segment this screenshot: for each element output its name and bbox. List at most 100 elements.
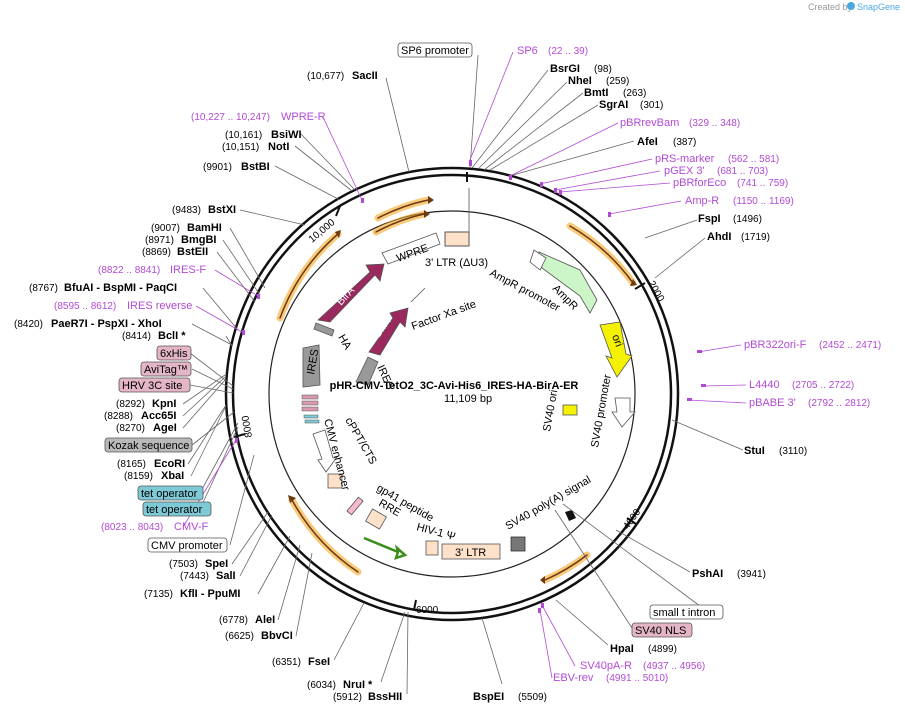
- box-small-t-intron: small t intron: [653, 607, 715, 619]
- box-cmv-promoter: CMV promoter: [151, 540, 223, 552]
- enzyme-pos: (8420): [14, 319, 43, 330]
- enzyme-pos: (3110): [779, 446, 807, 457]
- watermark-brand: SnapGene: [857, 2, 900, 12]
- label-sv40-ori: SV40 ori: [541, 389, 560, 433]
- plasmid-name: pHR-CMV-TetO2_3C-Avi-His6_IRES-HA-BirA-E…: [330, 380, 579, 392]
- enzyme-name: AgeI: [153, 422, 177, 434]
- boxed-feature-labels: SP6 promoter 6xHis AviTag™ HRV 3C site K…: [104, 42, 724, 638]
- primer-range: (8595 .. 8612): [54, 301, 116, 312]
- enzyme-pos: (7443): [180, 571, 209, 582]
- enzyme-pos: (8165): [117, 459, 146, 470]
- primer-name: pGEX 3': [664, 165, 705, 177]
- feature-green-arc: [363, 536, 408, 560]
- enzyme-name: BstEII: [177, 246, 208, 258]
- plasmid-title: pHR-CMV-TetO2_3C-Avi-His6_IRES-HA-BirA-E…: [330, 380, 579, 405]
- primer-name: pBR322ori-F: [744, 339, 807, 351]
- enzyme-name: KpnI: [152, 398, 176, 410]
- primer-name: pBRrevBam: [620, 117, 679, 129]
- feature-bira-large-arrow: [317, 263, 385, 323]
- enzyme-name: AleI: [255, 614, 275, 626]
- enzyme-leader-lines: [182, 54, 744, 695]
- enzyme-name: SacII: [352, 70, 378, 82]
- primer-range: (329 .. 348): [689, 118, 740, 129]
- enzyme-name: BamHI: [187, 222, 222, 234]
- primer-range: (22 .. 39): [548, 46, 588, 57]
- enzyme-name: AfeI: [637, 136, 658, 148]
- label-3ltr-du3: 3' LTR (ΔU3): [425, 257, 488, 269]
- enzyme-pos: (6351): [272, 657, 301, 668]
- enzyme-pos: (8869): [142, 247, 171, 258]
- primer-range: (562 .. 581): [728, 154, 779, 165]
- feature-teto-bar-1: [303, 414, 319, 419]
- enzyme-pos: (6034): [307, 680, 336, 691]
- feature-3ltr-du3-box: [444, 231, 470, 247]
- feature-3c-bar: [301, 406, 319, 412]
- enzyme-pos: (1496): [733, 214, 762, 225]
- enzyme-name: KflI - PpuMI: [180, 588, 241, 600]
- enzyme-name: FspI: [698, 213, 721, 225]
- tick-2000: [634, 282, 646, 290]
- feature-sv40-promoter-arrow: [611, 397, 636, 428]
- enzyme-pos: (8971): [145, 235, 174, 246]
- feature-wpre-box: [381, 232, 441, 265]
- enzyme-name: NotI: [268, 141, 289, 153]
- label-hiv-psi: HIV-1 Ψ: [415, 521, 457, 543]
- enzyme-name: AhdI: [707, 231, 731, 243]
- label-cppt-cts: cPPT/CTS: [342, 416, 378, 467]
- primer-markers: [235, 160, 706, 613]
- tick-8000: [233, 433, 246, 438]
- enzyme-name: BfuAI - BspMI - PaqCI: [64, 282, 177, 294]
- enzyme-pos: (259): [606, 76, 629, 87]
- primer-range: (741 .. 759): [737, 178, 788, 189]
- feature-cmv-enhancer-arrow: [312, 429, 338, 473]
- box-kozak-sequence: Kozak sequence: [108, 440, 189, 452]
- enzyme-name: NheI: [568, 75, 592, 87]
- primer-range: (10,227 .. 10,247): [191, 112, 270, 123]
- enzyme-pos: (4899): [648, 644, 677, 655]
- box-tet-operator-1: tet operator: [141, 488, 198, 500]
- enzyme-pos: (1719): [741, 232, 770, 243]
- box-sv40-nls: SV40 NLS: [635, 625, 686, 637]
- primer-name: WPRE-R: [281, 111, 326, 123]
- box-hrv-3c-site: HRV 3C site: [122, 380, 182, 392]
- feature-gp41-box: [346, 496, 364, 516]
- tick-6000: [413, 599, 417, 611]
- box-tet-operator-2: tet operator: [146, 504, 203, 516]
- tick-10000: [335, 205, 341, 217]
- enzyme-name: FseI: [308, 656, 330, 668]
- box-avitag: AviTag™: [144, 364, 188, 376]
- enzyme-name: BmtI: [584, 87, 608, 99]
- tick-4000: [626, 517, 637, 525]
- label-ha: HA: [335, 333, 353, 353]
- feature-ires-left: [302, 344, 321, 388]
- feature-avi-bar: [301, 400, 319, 406]
- enzyme-name: HpaI: [610, 643, 634, 655]
- enzyme-pos: (8414): [122, 331, 151, 342]
- enzyme-name: SalI: [216, 570, 236, 582]
- enzyme-pos: (301): [640, 100, 663, 111]
- feature-sv40-polya: [565, 510, 576, 521]
- enzyme-name: PshAI: [692, 568, 723, 580]
- feature-rre-box: [365, 508, 387, 530]
- watermark-created-by: Created by: [808, 2, 853, 12]
- enzyme-labels: (10,677) SacII BsrGI (98) NheI (259) Bmt…: [14, 63, 807, 703]
- feature-gray-box: [510, 536, 526, 552]
- primer-labels: SP6 (22 .. 39) (10,227 .. 10,247) WPRE-R…: [54, 45, 881, 684]
- feature-bira-small-arrow: [368, 307, 409, 356]
- enzyme-name: StuI: [744, 445, 765, 457]
- primer-name: L4440: [749, 379, 780, 391]
- enzyme-name: BstXI: [208, 204, 236, 216]
- enzyme-pos: (7503): [169, 559, 198, 570]
- enzyme-name: BclI *: [158, 330, 186, 342]
- primer-name: pBRforEco: [673, 177, 726, 189]
- enzyme-name: EcoRI: [154, 458, 185, 470]
- enzyme-name: BsiWI: [271, 129, 302, 141]
- enzyme-pos: (3941): [737, 569, 766, 580]
- enzyme-pos: (8292): [116, 399, 145, 410]
- position-ticks: [233, 172, 646, 611]
- enzyme-pos: (10,677): [307, 71, 344, 82]
- enzyme-pos: (8288): [104, 411, 133, 422]
- primer-range: (4991 .. 5010): [606, 673, 668, 684]
- arc-arrowheads: [288, 196, 637, 584]
